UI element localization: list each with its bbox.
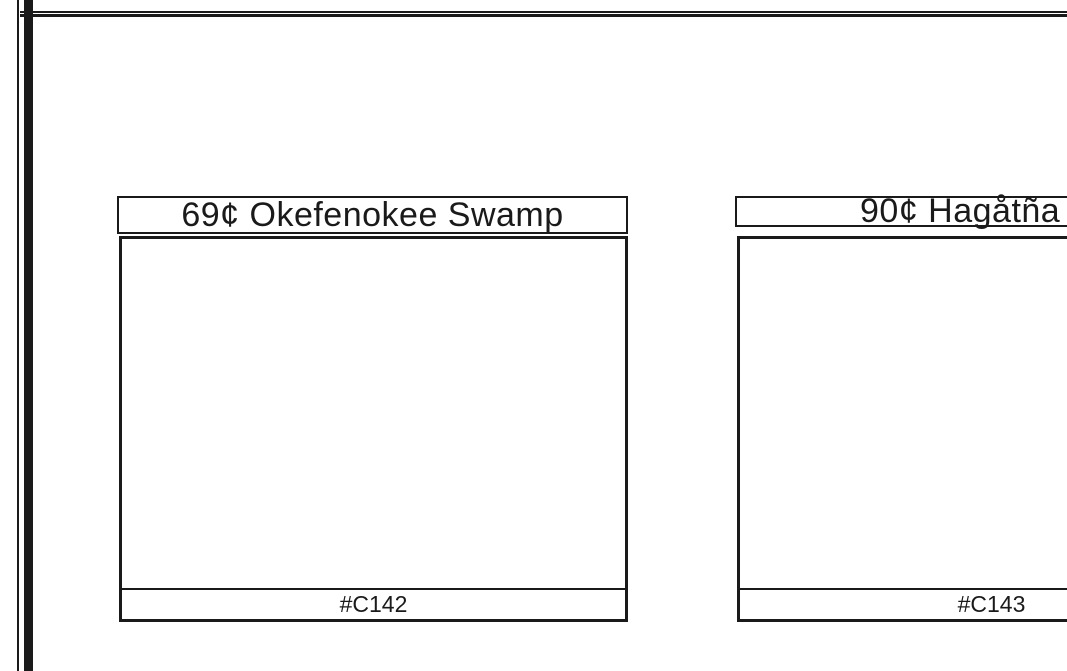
catalog-number-1: #C142 <box>339 591 408 617</box>
stamp-title-1: 69¢ Okefenokee Swamp <box>181 195 564 234</box>
page-edge-thick-rule <box>24 0 33 671</box>
catalog-number-2: #C143 <box>957 591 1026 617</box>
stamp-title-2: 90¢ Hagåtña B <box>860 192 1067 230</box>
page-top-border-thin-rule <box>20 11 1067 13</box>
stamp-title-box-2: 90¢ Hagåtña B <box>735 192 1067 230</box>
stamp-title-box-1: 69¢ Okefenokee Swamp <box>117 196 628 234</box>
page-top-border-thick-rule <box>20 14 1067 17</box>
stamp-mount-box-1: #C142 <box>119 236 628 622</box>
page-edge-thin-rule <box>17 0 19 671</box>
catalog-number-strip-2: #C143 <box>740 588 1067 619</box>
catalog-number-strip-1: #C142 <box>122 588 625 619</box>
stamp-mount-box-2: #C143 <box>737 236 1067 622</box>
